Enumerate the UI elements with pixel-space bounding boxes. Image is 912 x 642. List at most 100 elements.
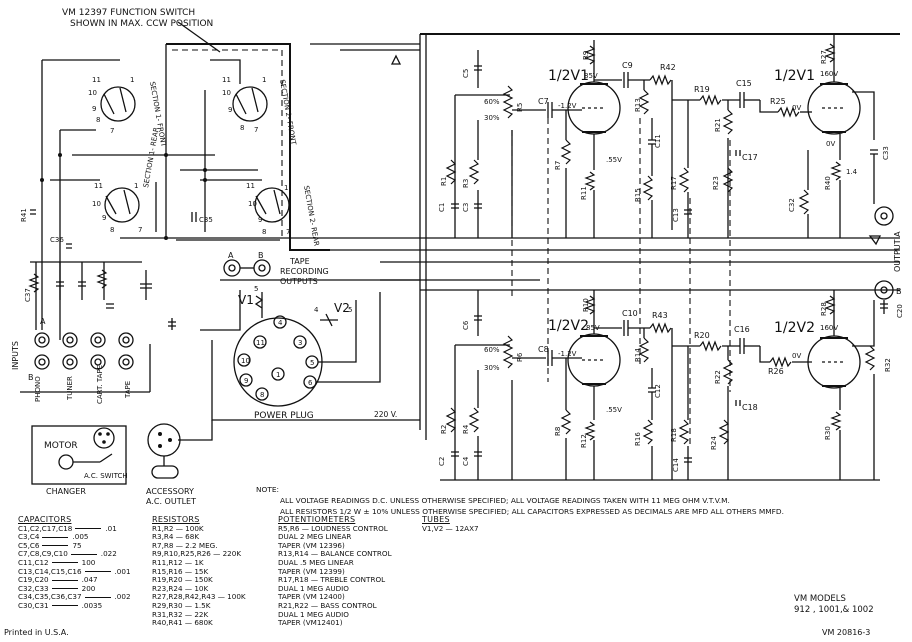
- r31-label: C32: [788, 198, 796, 212]
- input-jacks: INPUTS AB PHONO TUNER CART. TAPE TAPE: [11, 317, 151, 404]
- models-line2: 912 , 1001,& 1002: [794, 605, 874, 615]
- r16-label: R16: [634, 432, 642, 446]
- c3-label: C3: [462, 203, 470, 212]
- capacitor-parts: C1,C2,C17,C18: [18, 523, 73, 533]
- svg-text:8: 8: [96, 116, 100, 124]
- v2a-cathode-voltage: .55V: [606, 406, 622, 414]
- top-channel: C5 R5 60%30% R1 R3 C1 C3 C7 R7 1/2V1 85V…: [438, 34, 890, 238]
- r42-label: R42: [660, 63, 676, 72]
- svg-text:1: 1: [276, 371, 280, 379]
- v2a-grid-voltage: -1.2V: [558, 350, 577, 358]
- r30-label: R30: [824, 426, 832, 440]
- svg-text:11: 11: [92, 76, 101, 84]
- svg-text:6: 6: [308, 379, 313, 387]
- section-2-front-label: SECTION 2- FRONT: [278, 79, 297, 146]
- c17-label: C17: [742, 153, 758, 162]
- potentiometers-row: DUAL 1 MEG AUDIO: [278, 583, 349, 593]
- v1b-plate-voltage: 160V: [820, 70, 838, 78]
- r28-label: R28: [820, 302, 828, 316]
- capacitor-parts: C3,C4: [18, 532, 40, 542]
- resistors-row: R27,R28,R42,R43 — 100K: [152, 592, 246, 602]
- r18-label: R18: [670, 428, 678, 442]
- svg-text:7: 7: [286, 228, 290, 236]
- svg-text:1: 1: [284, 184, 288, 192]
- svg-text:4: 4: [278, 319, 283, 327]
- capacitor-row: C7,C8,C9,C10.022: [18, 550, 131, 559]
- r2-label: R2: [440, 425, 448, 434]
- capacitors-heading: CAPACITORS: [18, 515, 72, 524]
- r1-label: R1: [440, 177, 448, 186]
- capacitor-row: C3,C4.005: [18, 532, 131, 542]
- tubes-rows: V1,V2 — 12AX7: [422, 523, 479, 534]
- potentiometers-row: TAPER (VM 12399): [278, 566, 345, 576]
- c20-label: C20: [896, 304, 904, 318]
- svg-text:10: 10: [92, 200, 101, 208]
- leader-line: [42, 536, 69, 538]
- accessory-outlet: ACCESSORY A.C. OUTLET: [146, 420, 213, 506]
- capacitor-row: C13,C14,C15,C16.001: [18, 567, 131, 577]
- svg-text:11: 11: [94, 182, 103, 190]
- v2b-grid-voltage: 0V: [792, 352, 801, 360]
- c5-label: C5: [462, 69, 470, 78]
- svg-text:9: 9: [102, 214, 106, 222]
- c19-label: C33: [882, 146, 890, 160]
- capacitor-parts: C32,C33: [18, 583, 49, 593]
- v2b-plate-voltage: 160V: [820, 324, 838, 332]
- c34-label: R41: [20, 208, 28, 222]
- potentiometers-heading: POTENTIOMETERS: [278, 515, 356, 524]
- tube-v1a-label: 1/2V1: [548, 68, 589, 84]
- r19-label: R19: [694, 85, 710, 94]
- svg-text:7: 7: [254, 126, 258, 134]
- svg-text:B: B: [258, 251, 264, 260]
- svg-text:B: B: [28, 373, 34, 382]
- svg-text:10: 10: [222, 89, 231, 97]
- tube-v2b-label: 1/2V2: [774, 320, 815, 336]
- svg-text:3: 3: [298, 339, 302, 347]
- leader-line: [51, 605, 78, 607]
- svg-text:8: 8: [240, 124, 244, 132]
- potentiometers-row: R21,R22 — BASS CONTROL: [278, 600, 377, 610]
- changer-label: CHANGER: [46, 487, 86, 496]
- note-line1: ALL VOLTAGE READINGS D.C. UNLESS OTHERWI…: [280, 496, 730, 505]
- potentiometers-row: DUAL 2 MEG LINEAR: [278, 532, 352, 542]
- resistors-row: R29,R30 — 1.5K: [152, 600, 211, 610]
- svg-text:A: A: [40, 317, 46, 326]
- r21-label: R21: [714, 118, 722, 132]
- resistors-row: R31,R32 — 22K: [152, 609, 209, 619]
- models-line1: VM MODELS: [794, 594, 846, 604]
- svg-text:9: 9: [228, 106, 232, 114]
- leader-line: [42, 545, 69, 547]
- r32-label: R32: [884, 358, 892, 372]
- models-block: VM MODELS 912 , 1001,& 1002: [794, 594, 874, 616]
- r6-label: R6: [516, 352, 524, 362]
- tubes_table-row: V1,V2 — 12AX7: [422, 523, 479, 533]
- c8-label: C8: [538, 345, 549, 354]
- capacitor-parts: C11,C12: [18, 557, 49, 567]
- svg-text:11: 11: [246, 182, 255, 190]
- svg-text:60%: 60%: [484, 346, 500, 354]
- r24-label: R24: [710, 436, 718, 450]
- leader-line: [84, 571, 111, 573]
- capacitor-parts: C7,C8,C9,C10: [18, 549, 68, 559]
- tape-outputs-line2: RECORDING: [280, 267, 329, 276]
- leader-line: [51, 579, 78, 581]
- svg-text:4: 4: [314, 306, 319, 314]
- svg-text:9: 9: [92, 105, 96, 113]
- potentiometers-row: DUAL .5 MEG LINEAR: [278, 557, 354, 567]
- r3-label: R3: [462, 179, 470, 188]
- c7-label: C7: [538, 97, 549, 106]
- svg-text:7: 7: [110, 127, 114, 135]
- resistors-row: R1,R2 — 100K: [152, 523, 204, 533]
- tube-v2a-label: 1/2V2: [548, 318, 589, 334]
- resistors-row: R7,R8 — 2.2 MEG.: [152, 540, 218, 550]
- svg-text:9: 9: [244, 377, 248, 385]
- capacitor-value: .047: [81, 575, 98, 585]
- resistors-heading: RESISTORS: [152, 515, 200, 524]
- capacitor-parts: C30,C31: [18, 600, 49, 610]
- c12-label: C12: [654, 384, 662, 398]
- notes-block: NOTE: ALL VOLTAGE READINGS D.C. UNLESS O…: [244, 484, 784, 517]
- capacitor-parts: C5,C6: [18, 540, 40, 550]
